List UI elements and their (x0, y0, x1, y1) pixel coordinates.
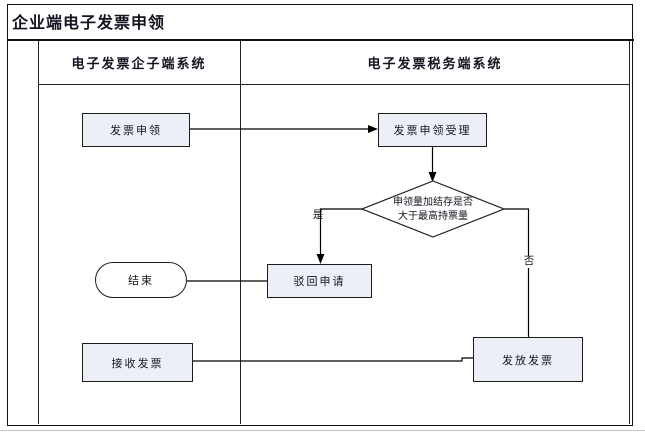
lane-header-divider (38, 84, 630, 85)
node-reject-request-label: 驳回申请 (293, 276, 346, 288)
lane-divider (240, 41, 241, 424)
lane-header-tax: 电子发票税务端系统 (367, 56, 503, 71)
diagram-title: 企业端电子发票申领 (12, 15, 166, 32)
title-divider (7, 39, 634, 41)
edge-label-no: 否 (521, 256, 537, 268)
node-receive-invoice: 接收发票 (82, 343, 193, 382)
screenshot-bottom-edge (0, 430, 645, 431)
node-end-label: 结束 (128, 275, 154, 287)
decision-diamond-label: 申领量加结存是否 大于最高持票量 (373, 196, 493, 224)
node-reject-request: 驳回申请 (267, 264, 372, 298)
node-invoice-apply: 发票申领 (82, 113, 190, 147)
node-end-terminator: 结束 (95, 262, 187, 298)
node-invoice-apply-label: 发票申领 (110, 125, 162, 137)
node-apply-accept-label: 发票申领受理 (393, 125, 472, 137)
node-apply-accept: 发票申领受理 (378, 113, 487, 147)
decision-label-line2: 大于最高持票量 (398, 210, 468, 222)
diagram-frame (7, 4, 633, 426)
lane-header-enterprise: 电子发票企子端系统 (71, 56, 207, 71)
decision-label-line1: 申领量加结存是否 (393, 197, 473, 208)
phase-column-divider (38, 41, 39, 424)
node-receive-invoice-label: 接收发票 (111, 357, 164, 370)
node-issue-invoice-label: 发放发票 (502, 354, 554, 367)
edge-label-yes: 是 (312, 210, 324, 221)
table-right-border (629, 41, 630, 424)
node-issue-invoice: 发放发票 (473, 337, 583, 382)
